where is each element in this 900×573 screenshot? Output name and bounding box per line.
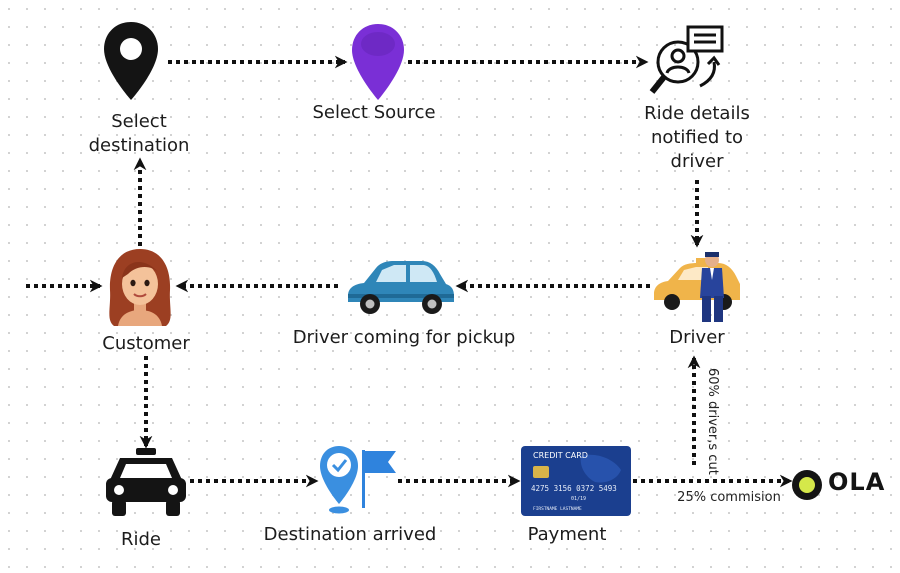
flag-icon [362,450,396,508]
label-select-destination: Select destination [88,111,190,156]
card-number: 4275 3156 0372 5493 [531,484,617,493]
label-destination-arrived: Destination arrived [263,524,437,545]
ola-logo-icon [792,470,822,500]
label-commission: 25% commision [677,490,781,505]
map-pin-icon [104,22,158,100]
card-title: CREDIT CARD [533,451,588,460]
label-select-source: Select Source [312,102,436,123]
label-driver-coming: Driver coming for pickup [292,327,516,348]
card-holder: FIRSTNAME LASTNAME [533,506,582,512]
label-driver-cut: 60% driver,s cut [705,368,720,475]
label-driver: Driver [669,327,725,348]
blue-car-icon [348,261,454,314]
label-ride: Ride [120,529,161,550]
profile-search-icon [649,25,724,94]
label-customer: Customer [102,333,190,354]
label-ride-details: Ride details notified to driver [644,103,750,172]
driver-with-taxi-icon [654,252,740,322]
source-pin-icon [352,24,404,100]
card-expiry: 01/19 [571,496,586,502]
ola-logo-text: OLA [828,468,886,496]
credit-card-icon: CREDIT CARD 4275 3156 0372 5493 01/19 FI… [521,446,631,516]
black-taxi-icon [106,448,186,516]
customer-avatar-icon [109,249,171,326]
label-payment: Payment [527,524,607,545]
check-pin-icon [320,446,358,514]
